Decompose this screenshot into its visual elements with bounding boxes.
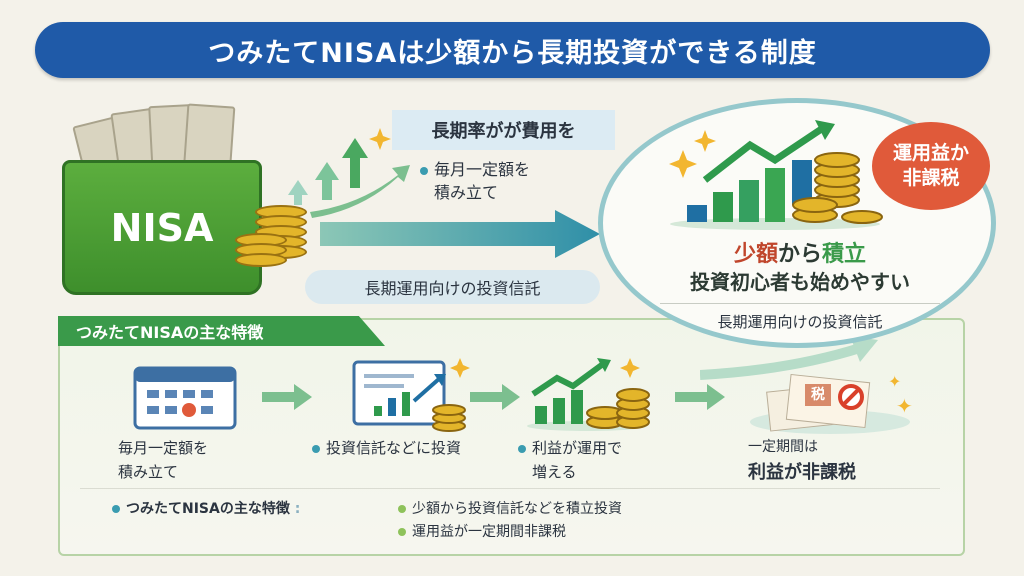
step-label: 一定期間は 利益が非課税: [748, 439, 856, 483]
step-label: 利益が運用で 増える: [518, 436, 622, 484]
step-arrow-icon: [262, 384, 312, 410]
calendar-icon: [133, 366, 237, 430]
fund-report-icon: [352, 358, 470, 432]
circle-note: 長期運用向けの投資信託: [717, 313, 883, 331]
bullet-dot: [420, 166, 428, 175]
step-label: 投資信託などに投資: [312, 436, 461, 460]
summary-label: つみたてNISAの主な特徴 :: [112, 498, 300, 518]
feature-item: 運用益が一定期間非課税: [398, 521, 566, 541]
top-info-heading: 長期率がが費用を: [392, 110, 615, 150]
bullet-dot: [398, 528, 406, 536]
profit-growth-icon: [527, 358, 650, 431]
big-arrow-icon: [320, 210, 600, 258]
bullet-dot: [112, 505, 120, 513]
features-tab: つみたてNISAの主な特徴: [58, 316, 385, 346]
fund-pill: 長期運用向けの投資信託: [305, 270, 600, 304]
top-info-bullet: 毎月一定額を 積み立て: [420, 158, 530, 204]
bullet-dot: [312, 444, 320, 453]
growth-chart-icon: [669, 120, 883, 230]
step-arrow-icon: [470, 384, 520, 410]
growth-arrows-icon: [288, 128, 410, 218]
bullet-dot: [398, 505, 406, 513]
divider: [660, 303, 940, 304]
coins-icon: [235, 205, 315, 267]
step-arrow-icon: [675, 384, 725, 410]
step-label: 毎月一定額を積み立て: [118, 439, 209, 481]
circle-subheadline: 投資初心者も始めやすい: [690, 270, 910, 294]
bullet-dot: [518, 444, 526, 453]
divider: [80, 488, 940, 489]
feature-item: 少額から投資信託などを積立投資: [398, 498, 622, 518]
page-title: つみたてNISAは少額から長期投資ができる制度: [35, 22, 990, 78]
curve-arrow-icon: [700, 336, 878, 380]
nisa-wallet: NISA: [62, 160, 262, 295]
tax-document-icon: 税 ✦ ✦: [750, 370, 913, 436]
tax-free-badge: 運用益か非課税: [872, 122, 990, 210]
circle-headline: 少額から積立: [733, 242, 867, 267]
